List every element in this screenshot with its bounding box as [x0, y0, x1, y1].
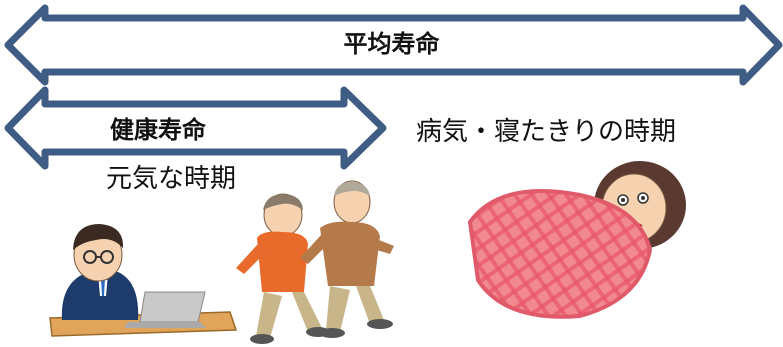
- office-worker-illustration: [49, 224, 238, 337]
- healthy-lifespan-label: 健康寿命: [110, 116, 206, 144]
- average-lifespan-label: 平均寿命: [343, 30, 440, 58]
- healthy-period-label: 元気な時期: [106, 164, 237, 194]
- walking-elderly-couple-illustration: [236, 180, 394, 344]
- bedridden-period-label: 病気・寝たきりの時期: [416, 117, 677, 147]
- bedridden-person-illustration: [467, 161, 686, 319]
